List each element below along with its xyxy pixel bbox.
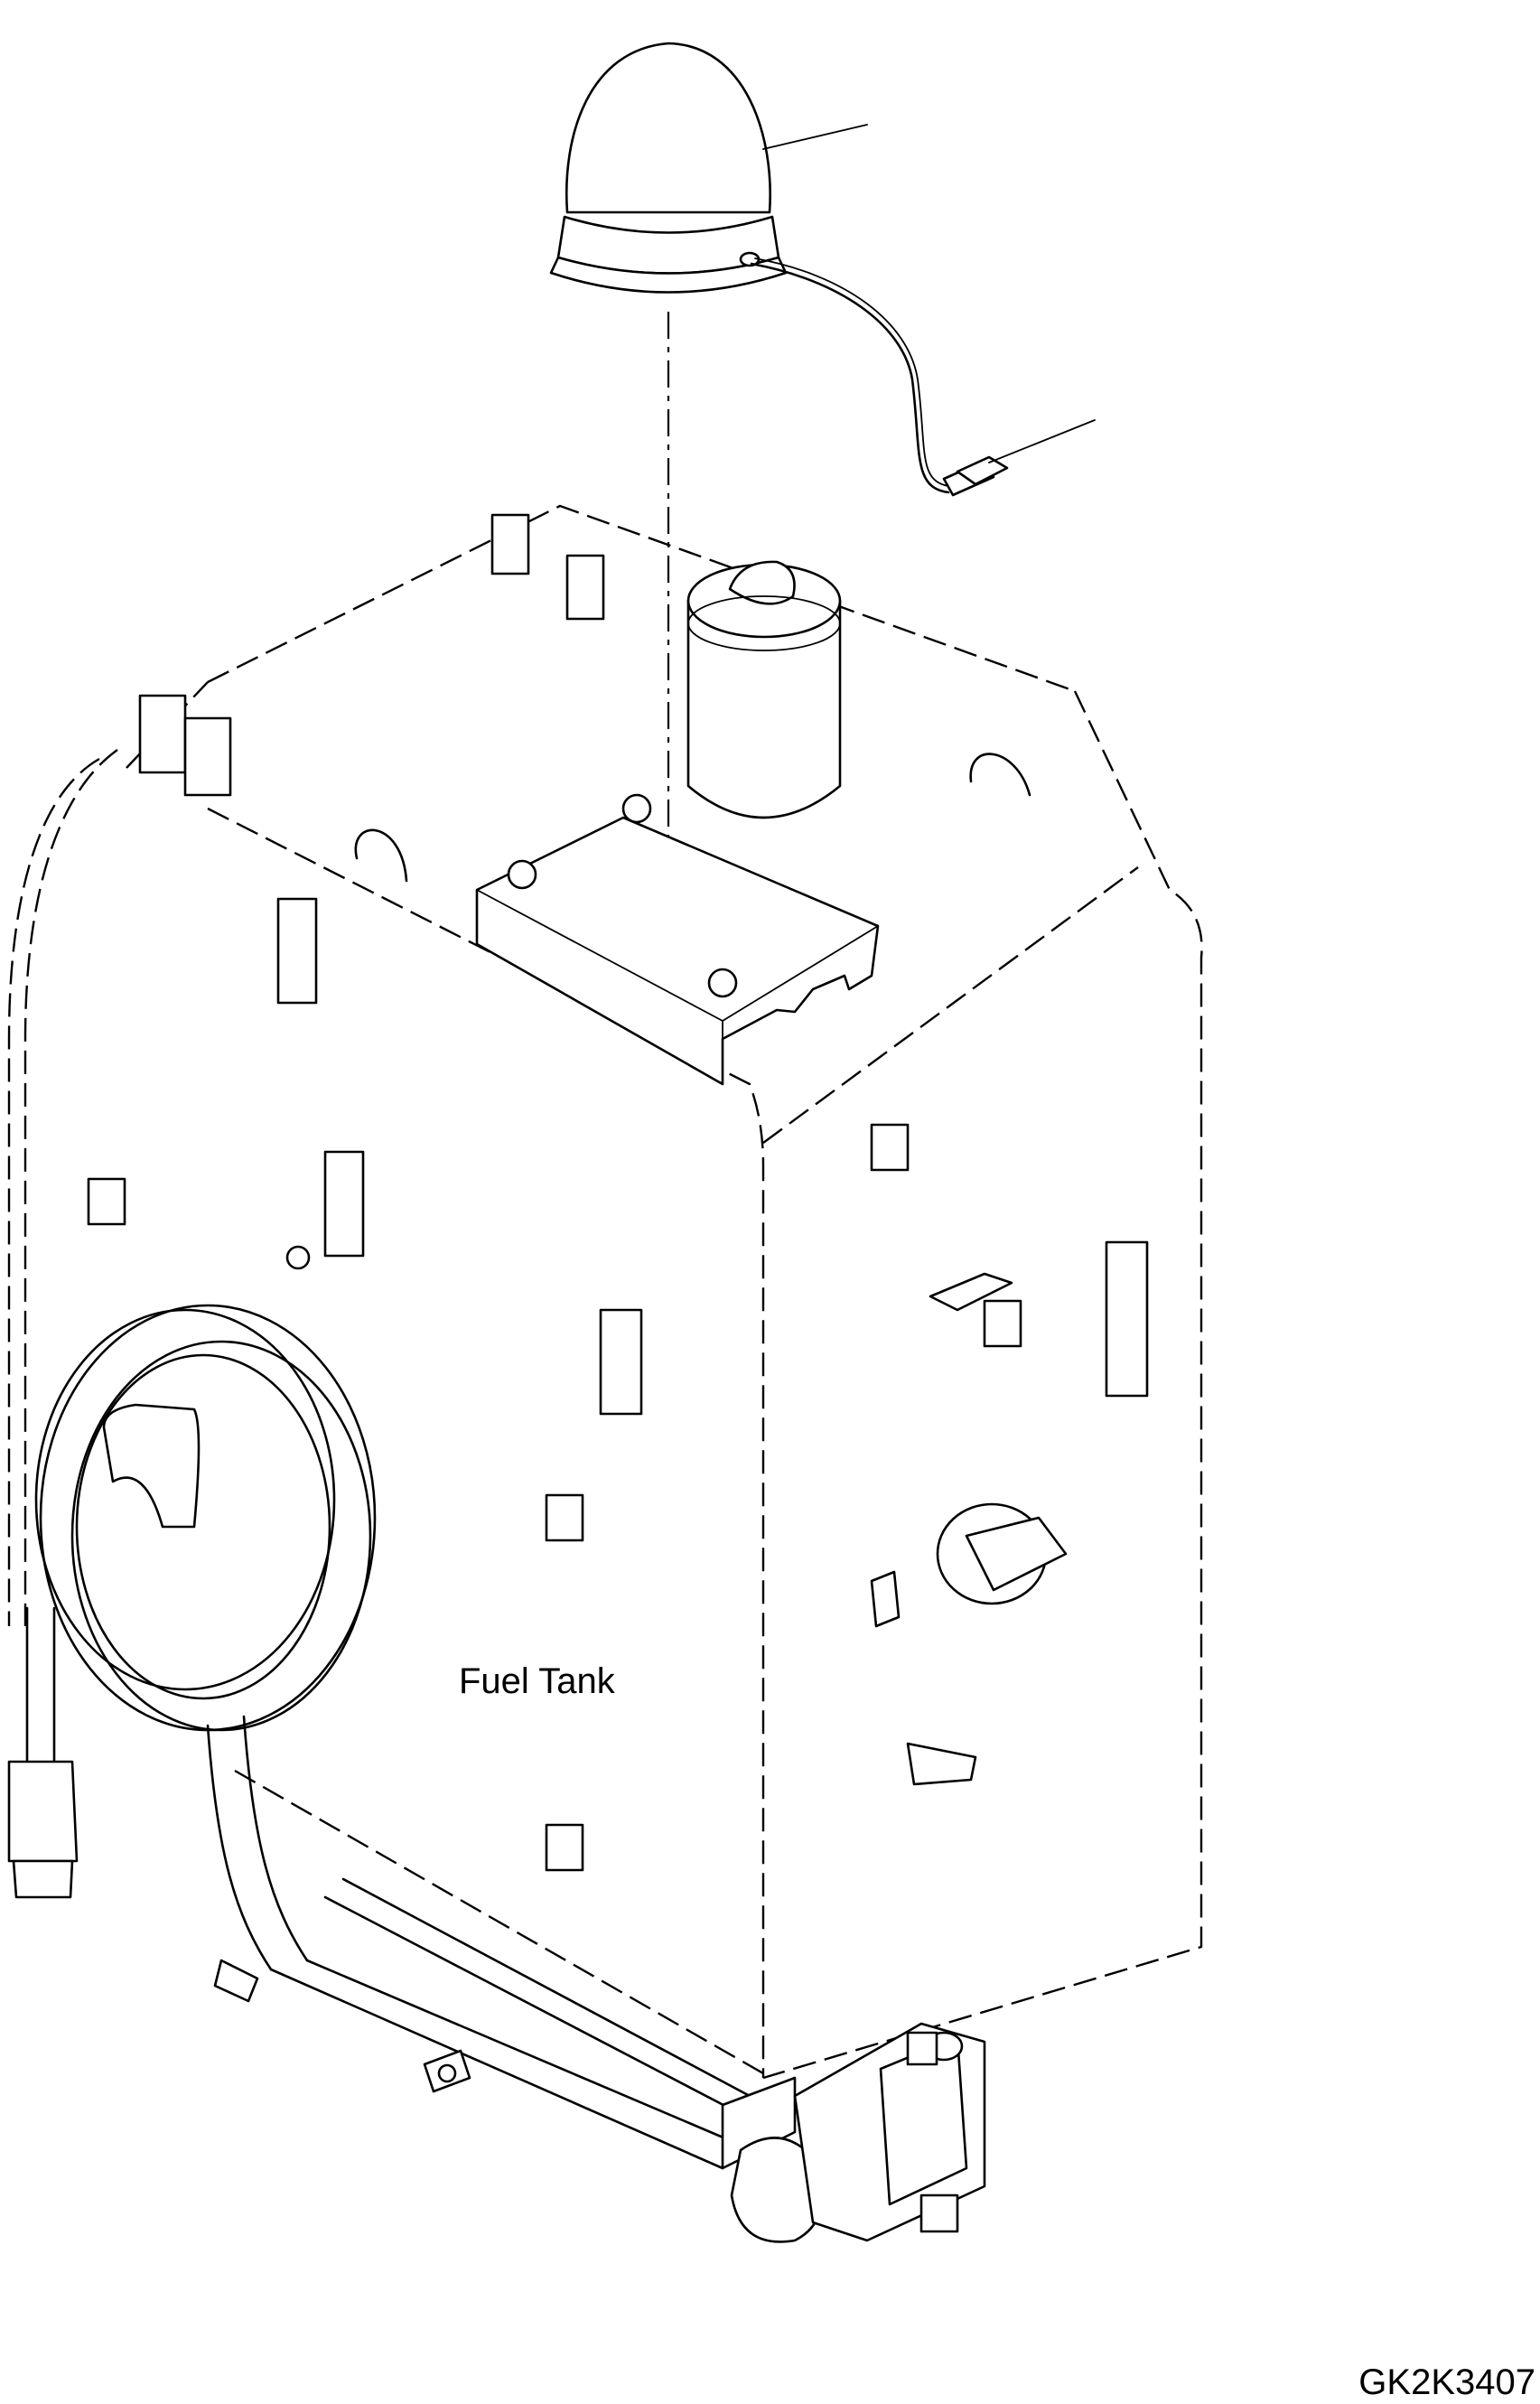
drawing-code: GK2K3407 <box>1358 2362 1535 2402</box>
fuel-tank-outline <box>7 504 1203 2080</box>
mounting-bracket <box>475 793 880 1086</box>
beacon-cable <box>750 257 1096 497</box>
level-sensor <box>870 1272 1068 1786</box>
hose-clamp <box>213 1959 471 2093</box>
mounting-bosses <box>87 513 1149 1872</box>
fuel-pump <box>721 2022 986 2243</box>
filler-neck <box>686 560 842 819</box>
beacon-lamp <box>549 42 868 294</box>
tank-hooks <box>354 753 1031 883</box>
fuel-hose-coil <box>7 1304 751 2170</box>
fuel-tank-label: Fuel Tank <box>459 1661 616 1701</box>
